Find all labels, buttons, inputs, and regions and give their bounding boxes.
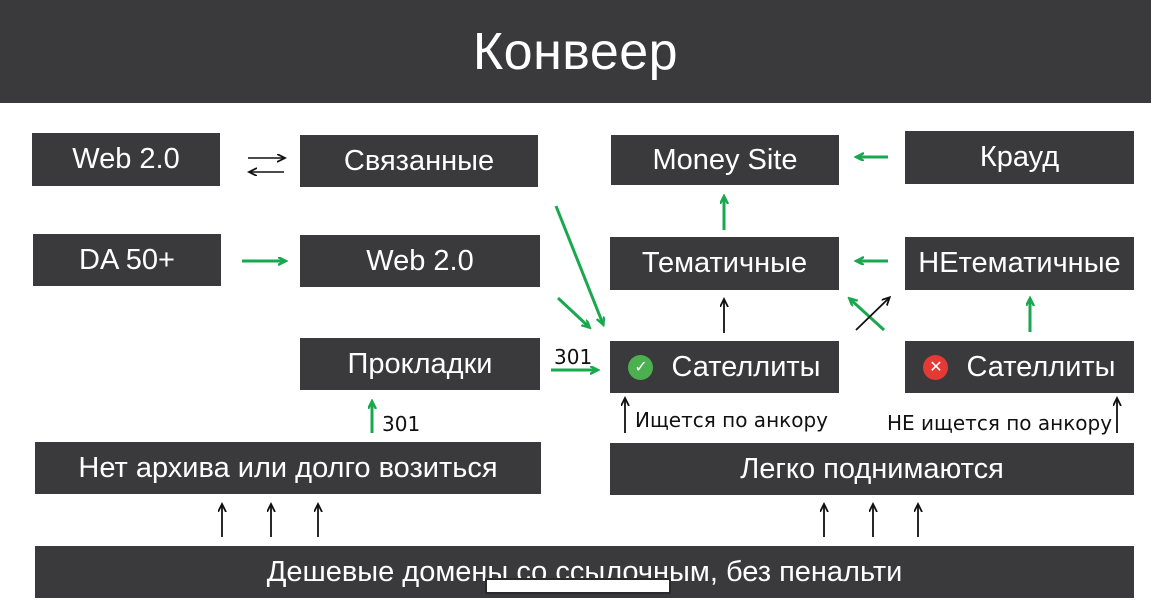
note-ne-ishchetsya: НЕ ищется по анкору [887,411,1113,435]
horizontal-scrollbar[interactable] [485,578,671,594]
box-net-arhiva: Нет архива или долго возиться [35,442,541,494]
box-prokladki: Прокладки [300,338,540,390]
arrow-web20-to-satellites [556,296,589,327]
box-svyazannye: Связанные [300,135,538,187]
box-web20-left: Web 2.0 [32,133,220,186]
note-ishchetsya: Ищется по анкору [635,408,828,432]
box-netematichnye-label: НЕтематичные [918,247,1121,279]
cross-circle-icon: ✕ [923,354,949,380]
box-web20-left-label: Web 2.0 [72,143,180,175]
box-money-site: Money Site [611,135,839,185]
arrow-cross-green [850,299,886,332]
slide-header: Конвеер [0,0,1151,103]
box-da50: DA 50+ [33,234,221,286]
swap-arrows [248,158,284,172]
box-prokladki-label: Прокладки [347,347,493,380]
check-circle-icon: ✓ [628,354,654,380]
box-tematichnye-label: Тематичные [641,247,808,279]
box-legko-label: Легко поднимаются [740,452,1004,485]
note-301-top: 301 [554,345,593,369]
box-netematichnye: НЕтематичные [905,237,1134,290]
box-kraud: Крауд [905,131,1134,184]
box-web20-mid-label: Web 2.0 [366,244,474,277]
box-kraud-label: Крауд [979,141,1060,173]
arrow-cross-black [855,298,889,331]
arrows-deshevye-to-netarhiva [222,505,318,537]
box-satellites-bad-label: Сателлиты [966,350,1116,383]
box-tematichnye: Тематичные [610,237,839,290]
box-da50-label: DA 50+ [79,243,175,276]
box-money-site-label: Money Site [652,143,798,176]
box-web20-mid: Web 2.0 [300,235,540,287]
box-satellites-bad: ✕ Сателлиты [905,341,1134,393]
note-301-bottom: 301 [382,412,421,436]
box-svyazannye-label: Связанные [343,144,495,177]
box-net-arhiva-label: Нет архива или долго возиться [78,451,498,484]
box-legko: Легко поднимаются [610,443,1134,495]
slide-title: Конвеер [472,22,679,81]
box-satellites-ok: ✓ Сателлиты [610,341,839,393]
arrows-deshevye-to-legko [824,505,918,537]
arrow-svyazannye-to-satellites [554,205,603,324]
box-satellites-ok-label: Сателлиты [671,350,821,383]
